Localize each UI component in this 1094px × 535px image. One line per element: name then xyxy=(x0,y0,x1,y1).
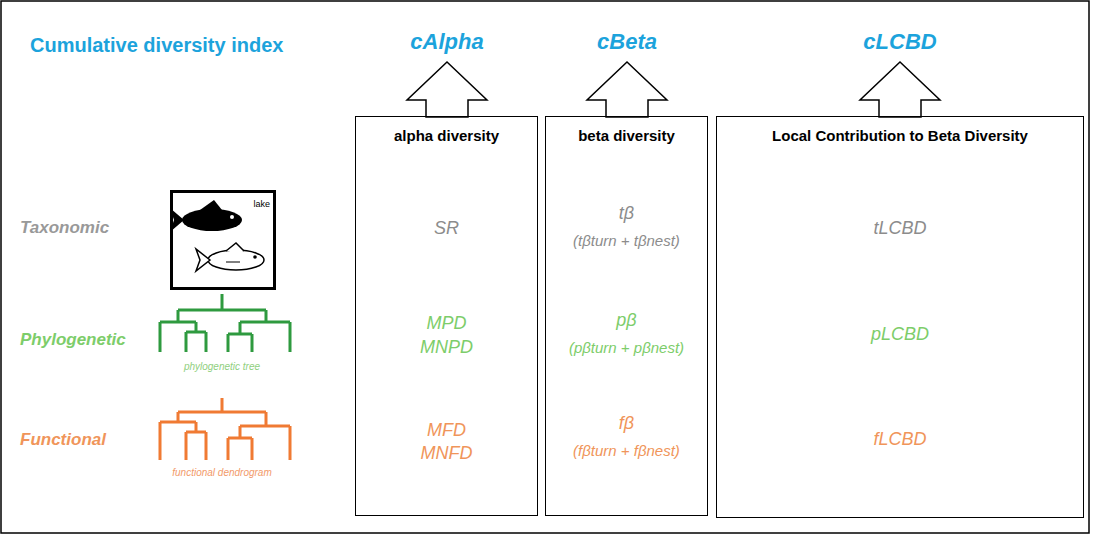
tree-caption: phylogenetic tree xyxy=(184,361,260,373)
index-text: MFD xyxy=(356,420,537,442)
index-text: MNPD xyxy=(356,337,537,359)
index-text: (tβturn + tβnest) xyxy=(546,232,707,250)
up-arrows xyxy=(407,62,940,117)
index-text: (fβturn + fβnest) xyxy=(546,442,707,460)
index-text: tβ xyxy=(546,203,707,225)
lake-box: lake xyxy=(170,190,276,290)
index-text: fβ xyxy=(546,413,707,435)
index-text: pβ xyxy=(546,310,707,332)
diversity-box: alpha diversitySR MPDMNPD MFDMNFD xyxy=(355,116,538,516)
row-label: Functional xyxy=(20,430,106,450)
index-text: tLCBD xyxy=(717,218,1083,240)
up-arrow xyxy=(587,62,667,117)
box-header: alpha diversity xyxy=(356,127,537,145)
box-header: beta diversity xyxy=(546,127,707,145)
index-text: lake xyxy=(253,199,270,210)
diagram-title: Cumulative diversity index xyxy=(30,33,283,57)
functional-dendrogram xyxy=(160,398,290,460)
up-arrow xyxy=(407,62,487,117)
row-label: Phylogenetic xyxy=(20,330,126,350)
phylogenetic-tree xyxy=(160,294,290,352)
fish-white xyxy=(196,243,264,271)
index-text: fLCBD xyxy=(717,429,1083,451)
index-name: cAlpha xyxy=(410,29,483,55)
row-label: Taxonomic xyxy=(20,218,109,238)
box-header: Local Contribution to Beta Diversity xyxy=(717,127,1083,145)
index-text: (pβturn + pβnest) xyxy=(546,339,707,357)
index-text: pLCBD xyxy=(717,324,1083,346)
index-text: MPD xyxy=(356,313,537,335)
up-arrow xyxy=(860,62,940,117)
diversity-box: Local Contribution to Beta Diversity tLCB… xyxy=(716,116,1084,518)
index-text: SR xyxy=(356,218,537,240)
fish-black xyxy=(170,200,242,232)
index-text: MNFD xyxy=(356,443,537,465)
index-name: cBeta xyxy=(597,29,657,55)
index-name: cLCBD xyxy=(863,29,936,55)
diversity-box: beta diversity tβ (tβturn + tβnest) pβ (pβtu… xyxy=(545,116,708,516)
tree-caption: functional dendrogram xyxy=(172,467,272,479)
